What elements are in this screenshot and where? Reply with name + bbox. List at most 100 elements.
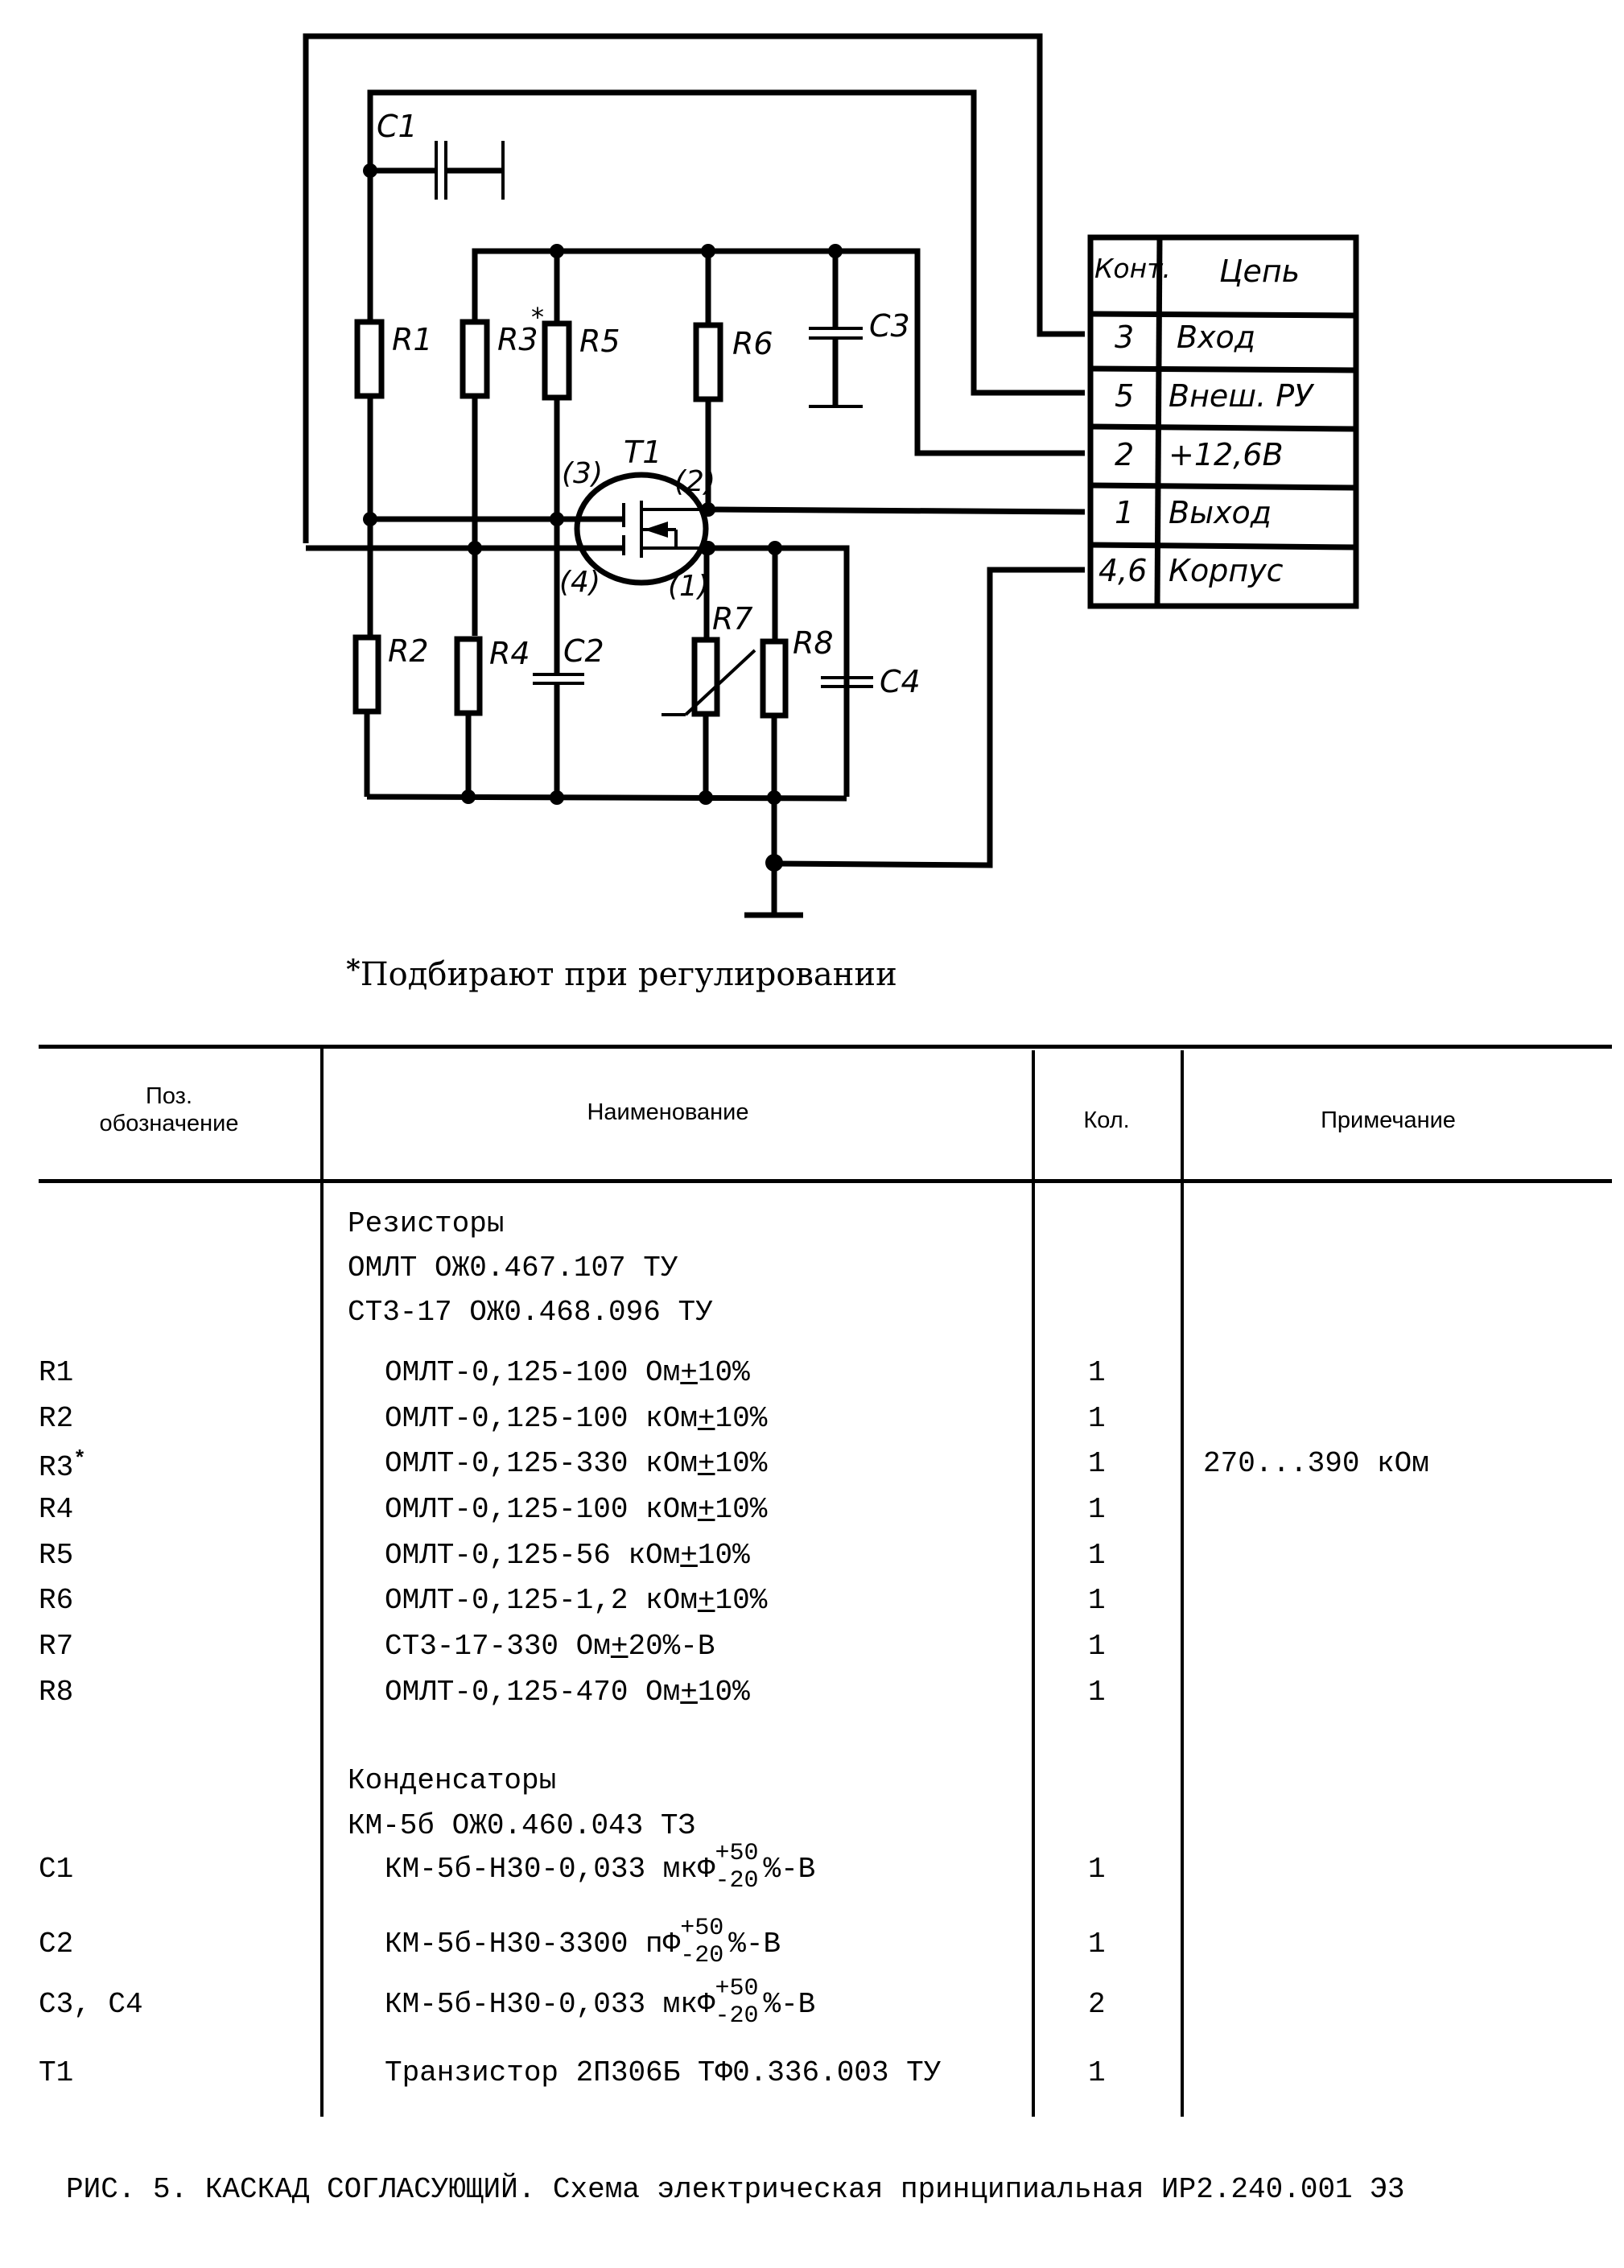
r4-label: R4: [489, 636, 530, 671]
row-name: ОМЛТ-0,125-100 Ом+10%: [385, 1356, 750, 1389]
tolerance: +50-20: [715, 1975, 759, 2030]
row-name: КМ-5б-Н30-0,033 мкФ+50-20%-В: [385, 1975, 816, 2030]
row-designator: R6: [39, 1584, 74, 1617]
r5-label: R5: [579, 324, 620, 359]
row-name: ОМЛТ-0,125-470 Ом+10%: [385, 1676, 750, 1709]
resistor-r2: [352, 634, 381, 715]
connector-table: [1087, 234, 1359, 609]
wire-ground-rail: [366, 794, 847, 802]
tolerance: +50-20: [715, 1840, 759, 1895]
row-name: Транзистор 2П306Б ТФ0.336.003 ТУ: [385, 2056, 942, 2089]
pin4-label: (4): [559, 566, 600, 599]
c4-label: C4: [880, 664, 921, 699]
row-designator: R8: [39, 1676, 74, 1709]
tolerance: +50-20: [680, 1915, 724, 1969]
r2-label: R2: [388, 633, 429, 669]
c3-label: C3: [869, 308, 910, 344]
row-qty: 1: [1088, 1853, 1106, 1886]
row-designator: T1: [39, 2056, 74, 2089]
resistor-r3: [460, 319, 490, 399]
row-designator: C2: [39, 1928, 74, 1961]
header-qty: Кол.: [1083, 1107, 1130, 1133]
connector-contact: 3: [1115, 320, 1134, 355]
transistor-t1: [574, 472, 709, 586]
connector-contact: 1: [1115, 495, 1134, 530]
row-qty: 1: [1088, 1676, 1106, 1709]
circuit-schematic: C1 R1 R3 * R5 R6 C3 T1 (3) (2) (4) (1): [303, 33, 1359, 918]
group-title-capacitors: Конденсаторы: [348, 1764, 557, 1797]
header-designator-line2: обозначение: [99, 1111, 239, 1136]
table-header-border: [39, 1179, 1612, 1183]
connector-circuit: +12,6В: [1169, 437, 1284, 472]
connector-contact: 4,6: [1098, 553, 1147, 588]
connector-header-contact: Конт.: [1094, 253, 1171, 284]
r6-label: R6: [732, 326, 773, 361]
connector-contact: 5: [1115, 378, 1134, 414]
connector-header-circuit: Цепь: [1219, 254, 1300, 289]
connector-circuit: Выход: [1169, 495, 1272, 530]
footnote: *Подбирают при регулировании: [346, 954, 897, 993]
header-designator-line1: Поз.: [146, 1083, 192, 1109]
resistor-r4: [454, 636, 483, 716]
connector-contact: 2: [1115, 437, 1134, 472]
resistor-r8: [760, 638, 789, 719]
row-qty: 1: [1088, 1928, 1106, 1961]
c2-label: C2: [563, 633, 604, 669]
wire-chassis: [773, 567, 1085, 868]
pin2-label: (2): [674, 465, 715, 498]
c1-label: C1: [377, 109, 418, 144]
resistor-r5: [542, 320, 572, 401]
column-divider: [320, 1046, 324, 2117]
pin1-label: (1): [668, 570, 709, 603]
connector-circuit: Корпус: [1169, 553, 1284, 588]
row-qty: 1: [1088, 1493, 1106, 1526]
row-qty: 1: [1088, 1402, 1106, 1435]
row-designator: R1: [39, 1356, 74, 1389]
connector-circuit: Внеш. РУ: [1169, 378, 1315, 414]
table-top-border: [39, 1045, 1612, 1049]
transistor-arrow: [644, 522, 668, 538]
group-title-resistors: Резисторы: [348, 1207, 505, 1240]
r1-label: R1: [392, 322, 433, 357]
row-name: ОМЛТ-0,125-1,2 кОм+10%: [385, 1584, 768, 1617]
row-qty: 1: [1088, 1447, 1106, 1480]
row-qty: 1: [1088, 1630, 1106, 1663]
header-name: Наименование: [587, 1099, 749, 1125]
header-designator: Поз. обозначение: [64, 1082, 274, 1137]
group-spec: ОМЛТ ОЖ0.467.107 ТУ: [348, 1252, 678, 1285]
r8-label: R8: [793, 625, 834, 661]
row-name: СТ3-17-330 Ом+20%-В: [385, 1630, 715, 1663]
row-name: ОМЛТ-0,125-100 кОм+10%: [385, 1493, 768, 1526]
adjust-mark: *: [73, 1447, 86, 1471]
row-designator: R5: [39, 1539, 74, 1572]
r7-label: R7: [712, 601, 753, 637]
r3-star: *: [531, 302, 544, 332]
wire-input: [303, 33, 1085, 543]
t1-label: T1: [624, 435, 662, 470]
row-name: КМ-5б-Н30-0,033 мкФ+50-20%-В: [385, 1840, 816, 1895]
row-designator: R7: [39, 1630, 74, 1663]
r3-label: R3: [497, 322, 538, 357]
row-designator: C1: [39, 1853, 74, 1886]
row-qty: 1: [1088, 1356, 1106, 1389]
group-spec: КМ-5б ОЖ0.460.043 ТЗ: [348, 1809, 696, 1842]
connector-circuit: Вход: [1177, 320, 1255, 355]
row-qty: 2: [1088, 1988, 1106, 2021]
resistor-r6: [693, 322, 723, 402]
row-qty: 1: [1088, 1539, 1106, 1572]
row-designator: R2: [39, 1402, 74, 1435]
header-note: Примечание: [1321, 1107, 1456, 1133]
row-note: 270...390 кОм: [1203, 1447, 1429, 1480]
row-qty: 1: [1088, 2056, 1106, 2089]
wire-supply-rail: [472, 248, 1085, 456]
row-name: ОМЛТ-0,125-100 кОм+10%: [385, 1402, 768, 1435]
row-name: ОМЛТ-0,125-330 кОм+10%: [385, 1447, 768, 1480]
thermistor-slash: [684, 649, 756, 716]
figure-caption: РИС. 5. КАСКАД СОГЛАСУЮЩИЙ. Схема электр…: [66, 2173, 1405, 2206]
footnote-mark: *: [346, 954, 361, 986]
wire-ext-agc: [367, 89, 1085, 396]
row-designator: R3*: [39, 1447, 86, 1484]
row-designator: C3, C4: [39, 1988, 143, 2021]
row-qty: 1: [1088, 1584, 1106, 1617]
footnote-text: Подбирают при регулировании: [360, 956, 897, 993]
